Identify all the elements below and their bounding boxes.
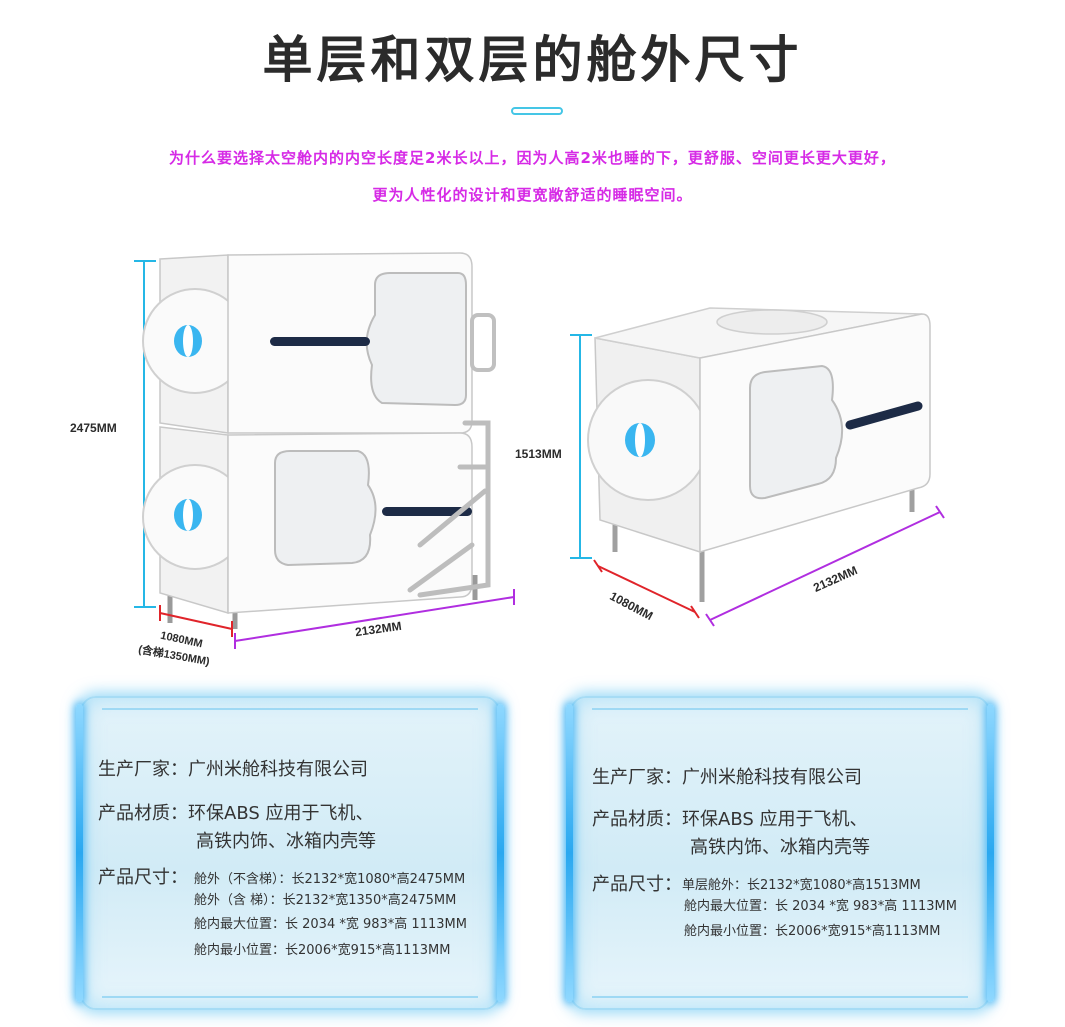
depth-dimension-line [593, 559, 700, 619]
size-label: 产品尺寸： [98, 867, 188, 888]
intro-line-2: 更为人性化的设计和更宽敞舒适的睡眠空间。 [372, 186, 693, 204]
card-top-divider [102, 708, 478, 710]
size-spec-single-exterior: 单层舱外：长2132*宽1080*高1513MM [682, 878, 921, 893]
height-dimension-line [570, 334, 592, 559]
material-text-line-1: 产品材质：环保ABS 应用于飞机、 [592, 809, 868, 830]
card-top-divider [592, 708, 968, 710]
card-bottom-divider [592, 996, 968, 998]
size-spec-interior-min: 舱内最小位置：长2006*宽915*高1113MM [194, 943, 451, 958]
material-text-line-2: 高铁内饰、冰箱内壳等 [690, 837, 870, 858]
size-label: 产品尺寸： [592, 874, 682, 895]
double-capsule-illustration [134, 252, 515, 649]
title-underline-decoration [511, 107, 563, 115]
length-dimension-line [234, 589, 515, 649]
double-height-label: 2475MM [70, 421, 117, 435]
size-spec-interior-max: 舱内最大位置：长 2034 *宽 983*高 1113MM [684, 899, 957, 914]
card-glow-edge-right [987, 704, 994, 1002]
card-glow-edge-right [497, 704, 504, 1002]
logo-icon-upper [174, 325, 202, 357]
logo-icon [625, 423, 655, 457]
length-dimension-line [705, 505, 945, 627]
logo-icon-lower [174, 499, 202, 531]
size-spec-exterior-no-ladder: 舱外（不含梯）：长2132*宽1080*高2475MM [194, 872, 466, 887]
card-glow-edge-left [76, 704, 83, 1002]
height-dimension-line [134, 260, 156, 608]
size-spec-interior-max: 舱内最大位置：长 2034 *宽 983*高 1113MM [194, 917, 467, 932]
manufacturer-text: 生产厂家：广州米舱科技有限公司 [592, 767, 862, 788]
spec-card-single: 生产厂家：广州米舱科技有限公司 产品材质：环保ABS 应用于飞机、 高铁内饰、冰… [566, 696, 994, 1010]
card-glow-edge-left [566, 704, 573, 1002]
depth-dimension-line [159, 605, 233, 637]
size-spec-interior-min: 舱内最小位置：长2006*宽915*高1113MM [684, 924, 941, 939]
size-spec-exterior-with-ladder: 舱外（含 梯）：长2132*宽1350*高2475MM [194, 893, 457, 908]
material-text-line-1: 产品材质：环保ABS 应用于飞机、 [98, 803, 374, 824]
page-title: 单层和双层的舱外尺寸 [262, 31, 803, 89]
intro-line-1: 为什么要选择太空舱内的内空长度足2米长以上，因为人高2米也睡的下，更舒服、空间更… [169, 149, 896, 167]
material-text-line-2: 高铁内饰、冰箱内壳等 [196, 831, 376, 852]
single-capsule-illustration [570, 307, 945, 627]
card-bottom-divider [102, 996, 478, 998]
manufacturer-text: 生产厂家：广州米舱科技有限公司 [98, 759, 368, 780]
ladder [407, 420, 491, 598]
spec-card-double: 生产厂家：广州米舱科技有限公司 产品材质：环保ABS 应用于飞机、 高铁内饰、冰… [76, 696, 504, 1010]
single-height-label: 1513MM [515, 447, 562, 461]
